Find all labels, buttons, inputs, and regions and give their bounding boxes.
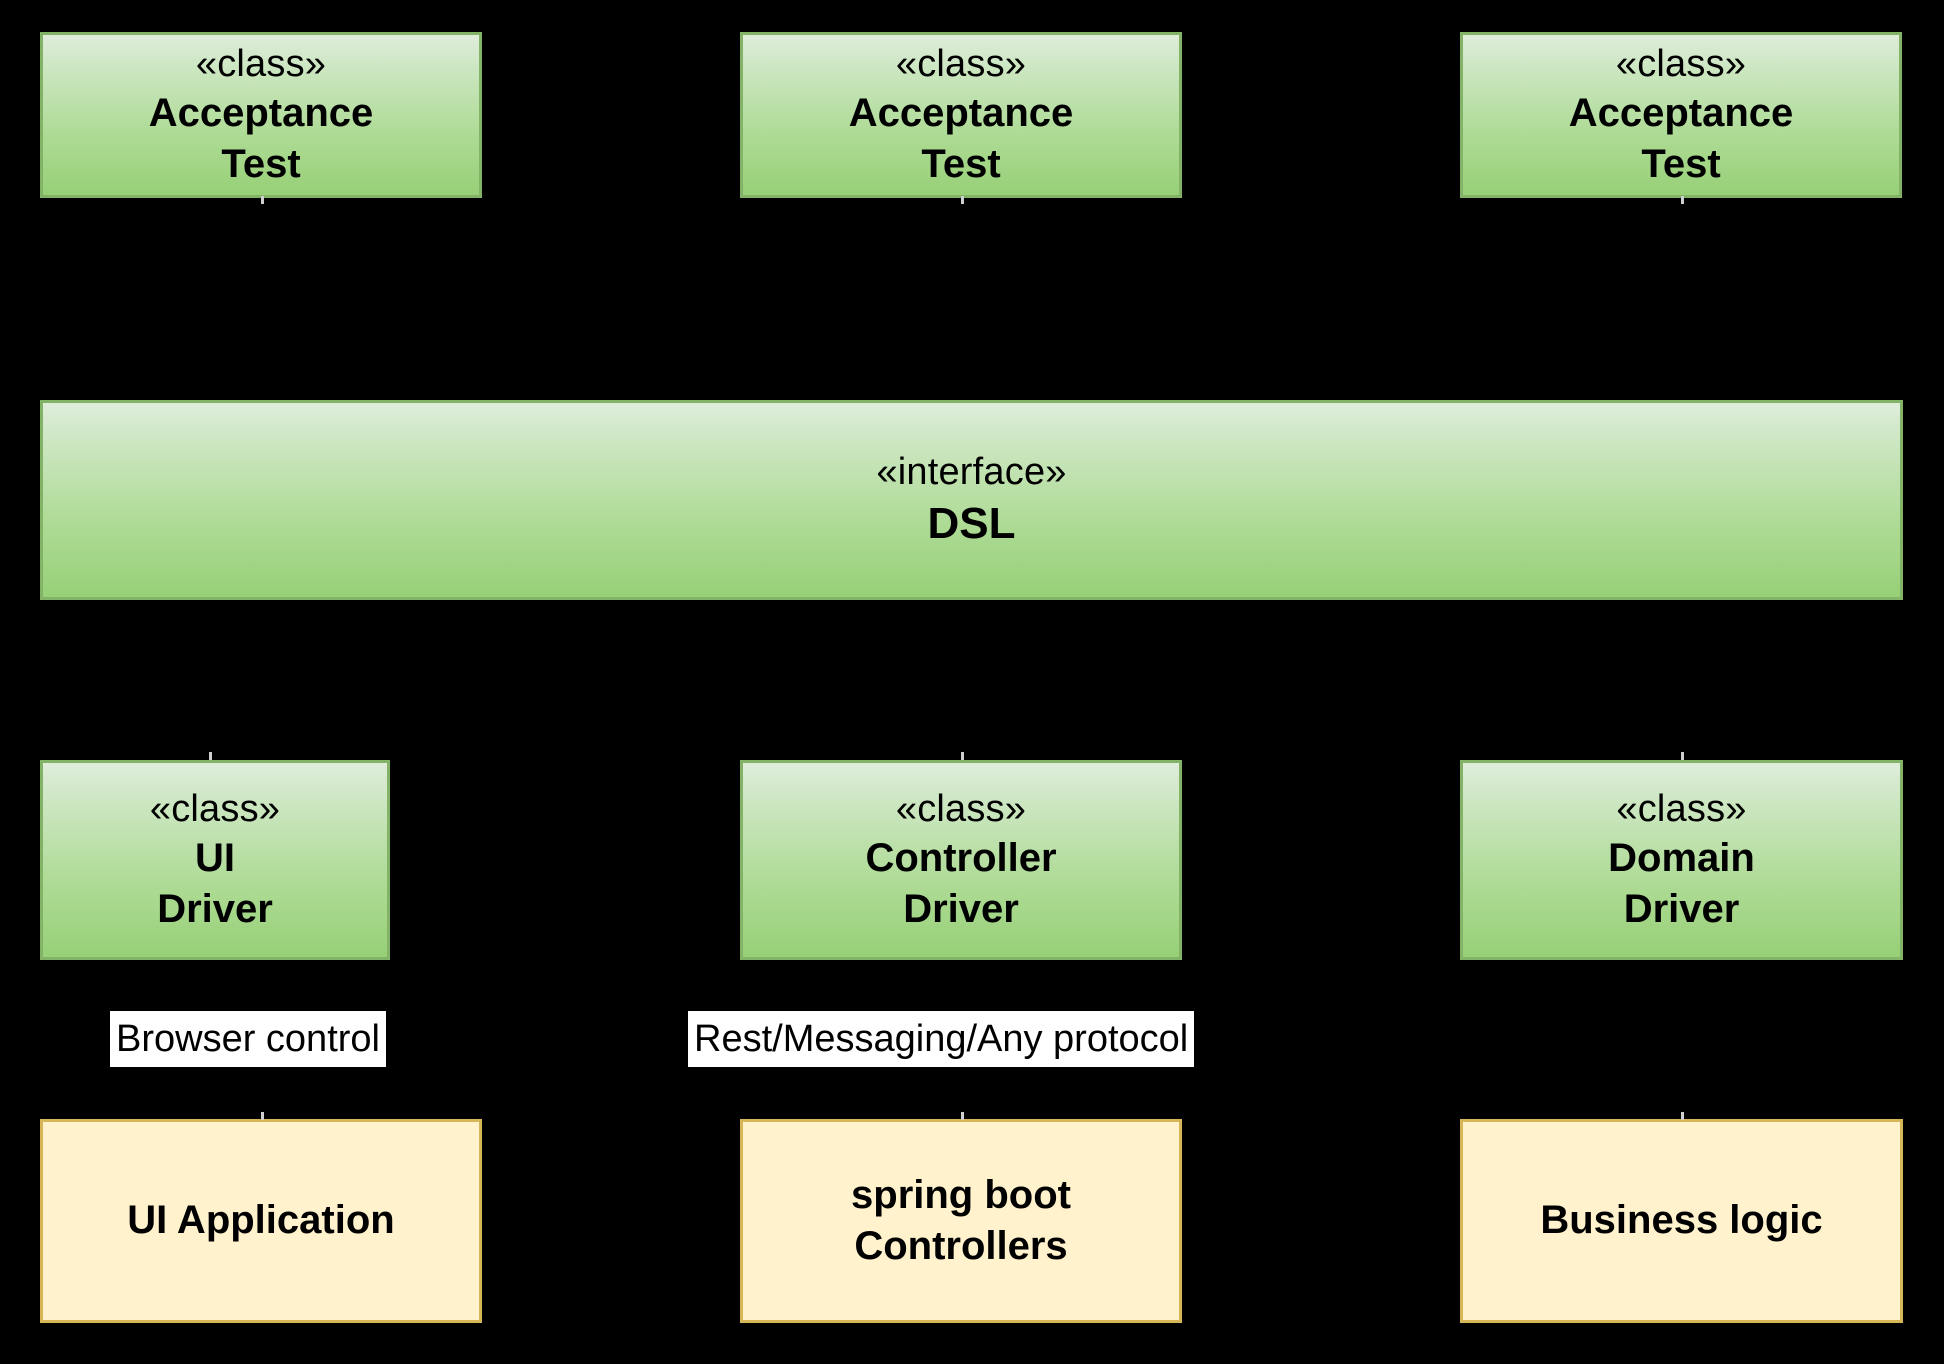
class-name-line-1: Acceptance — [848, 91, 1074, 136]
stereotype-label: «interface» — [876, 450, 1067, 493]
stereotype-label: «class» — [195, 42, 327, 85]
interface-node-dsl[interactable]: «interface» DSL — [40, 400, 1903, 600]
stereotype-label: «class» — [895, 787, 1027, 830]
class-name-line-1: UI — [195, 836, 235, 881]
edge-label-text: Rest/Messaging/Any protocol — [694, 1017, 1189, 1060]
class-name-line-2: Test — [221, 142, 301, 187]
class-node-acceptance-test-2[interactable]: «class» Acceptance Test — [740, 32, 1182, 198]
class-node-controller-driver[interactable]: «class» Controller Driver — [740, 760, 1182, 960]
edge-label-rest-messaging: Rest/Messaging/Any protocol — [688, 1011, 1195, 1067]
component-name-line-2: Controllers — [854, 1224, 1068, 1268]
class-name-line-1: Domain — [1608, 836, 1755, 881]
stereotype-label: «class» — [1616, 787, 1747, 830]
component-node-ui-application[interactable]: UI Application — [40, 1119, 482, 1323]
class-node-domain-driver[interactable]: «class» Domain Driver — [1460, 760, 1903, 960]
connector-test-3-to-dsl — [1681, 196, 1684, 204]
connector-test-2-to-dsl — [961, 196, 964, 204]
class-name-line-2: Test — [1641, 142, 1721, 187]
stereotype-label: «class» — [895, 42, 1027, 85]
component-node-business-logic[interactable]: Business logic — [1460, 1119, 1903, 1323]
class-name-line-2: Driver — [903, 887, 1019, 932]
class-name-line-2: Driver — [157, 887, 273, 932]
stereotype-label: «class» — [1615, 42, 1747, 85]
connector-dsl-to-ui-driver — [209, 752, 212, 761]
stereotype-label: «class» — [149, 787, 281, 830]
class-name-line-1: Acceptance — [1568, 91, 1794, 136]
class-node-acceptance-test-3[interactable]: «class» Acceptance Test — [1460, 32, 1902, 198]
class-name-line-2: Test — [921, 142, 1001, 187]
connector-ui-driver-to-ui-application — [261, 1112, 264, 1120]
connector-controller-driver-to-spring-boot — [961, 1112, 964, 1120]
interface-name: DSL — [927, 499, 1016, 549]
component-name-line-1: Business logic — [1540, 1198, 1823, 1243]
connector-test-1-to-dsl — [261, 196, 264, 204]
component-name-line-1: spring boot — [851, 1172, 1071, 1217]
class-name-line-1: Acceptance — [148, 91, 374, 136]
edge-label-text: Browser control — [116, 1017, 380, 1060]
edge-label-browser-control: Browser control — [110, 1011, 386, 1067]
class-name-line-1: Controller — [865, 836, 1057, 881]
component-name-line-1: UI Application — [127, 1198, 395, 1243]
connector-domain-driver-to-business-logic — [1681, 1112, 1684, 1120]
component-node-spring-boot-controllers[interactable]: spring boot Controllers — [740, 1119, 1182, 1323]
connector-dsl-to-domain-driver — [1681, 752, 1684, 761]
class-name-line-2: Driver — [1623, 887, 1740, 932]
connector-dsl-to-controller-driver — [961, 752, 964, 761]
class-node-acceptance-test-1[interactable]: «class» Acceptance Test — [40, 32, 482, 198]
class-node-ui-driver[interactable]: «class» UI Driver — [40, 760, 390, 960]
